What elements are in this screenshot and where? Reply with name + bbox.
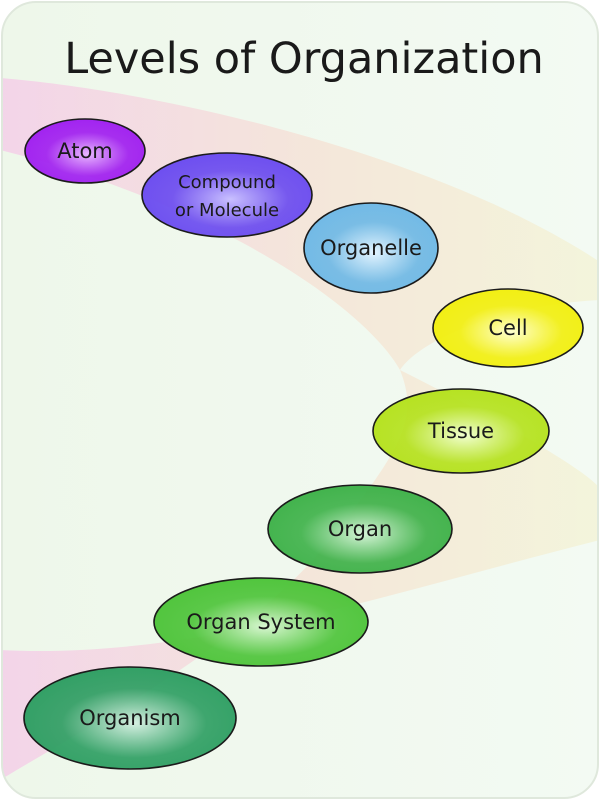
- level-label-compound-or-molecule-line-2: or Molecule: [175, 200, 279, 221]
- path-band: [2, 78, 598, 798]
- level-tissue: Tissue: [372, 388, 550, 474]
- level-oval-organ-system: [153, 577, 369, 667]
- level-oval-cell: [432, 288, 584, 368]
- level-label-compound-or-molecule-line-1: Compound: [178, 172, 276, 193]
- level-atom: Atom: [24, 118, 146, 184]
- level-organ: Organ: [267, 484, 453, 574]
- level-oval-atom: [24, 118, 146, 184]
- level-oval-organelle: [303, 202, 439, 294]
- level-label-tissue: Tissue: [427, 419, 494, 443]
- level-organelle: Organelle: [303, 202, 439, 294]
- level-label-atom: Atom: [57, 139, 113, 163]
- level-label-organ-system: Organ System: [186, 610, 335, 634]
- level-oval-organ: [267, 484, 453, 574]
- level-label-cell: Cell: [488, 316, 527, 340]
- level-oval-tissue: [372, 388, 550, 474]
- level-cell: Cell: [432, 288, 584, 368]
- level-label-organelle: Organelle: [320, 236, 422, 260]
- level-organ-system: Organ System: [153, 577, 369, 667]
- diagram-title: Levels of Organization: [64, 34, 544, 84]
- level-organism: Organism: [23, 666, 237, 770]
- level-oval-organism: [23, 666, 237, 770]
- level-oval-compound-or-molecule: [141, 152, 313, 238]
- level-label-organ: Organ: [328, 517, 392, 541]
- level-label-organism: Organism: [79, 706, 181, 730]
- level-compound-or-molecule: Compound or Molecule: [141, 152, 313, 238]
